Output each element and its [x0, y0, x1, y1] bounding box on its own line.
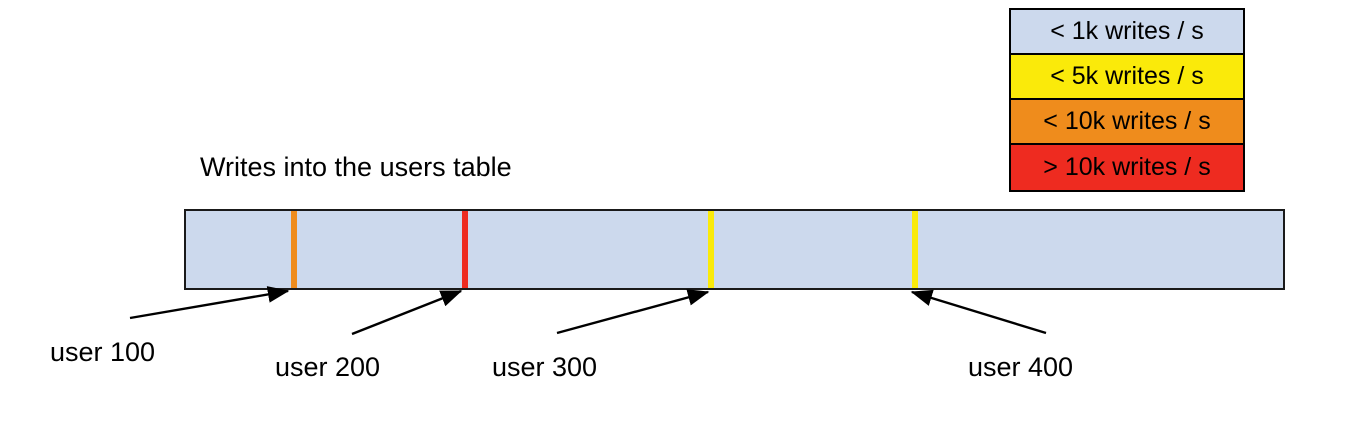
legend-row-over-10k: > 10k writes / s	[1011, 145, 1243, 190]
marker-user-400	[912, 211, 919, 288]
legend-row-under-10k: < 10k writes / s	[1011, 100, 1243, 145]
users-table-keyrange-bar	[184, 209, 1285, 290]
arrow-to-user-100	[129, 286, 290, 320]
annotation-label-user-200: user 200	[275, 352, 381, 382]
marker-user-100	[291, 211, 298, 288]
arrow-to-user-200	[351, 289, 463, 336]
marker-user-200	[462, 211, 469, 288]
legend-label-under-10k: < 10k writes / s	[1043, 107, 1211, 135]
annotation-label-user-400: user 400	[968, 352, 1074, 382]
marker-user-300	[708, 211, 715, 288]
legend: < 1k writes / s < 5k writes / s < 10k wr…	[1009, 8, 1245, 192]
annotation-label-user-300: user 300	[492, 352, 598, 382]
arrow-to-user-400	[910, 289, 1047, 335]
legend-label-over-10k: > 10k writes / s	[1043, 153, 1211, 181]
legend-label-under-5k: < 5k writes / s	[1050, 62, 1204, 90]
chart-title: Writes into the users table	[200, 152, 512, 182]
legend-label-under-1k: < 1k writes / s	[1050, 17, 1204, 45]
legend-row-under-5k: < 5k writes / s	[1011, 55, 1243, 100]
arrow-to-user-300	[556, 289, 710, 335]
legend-row-under-1k: < 1k writes / s	[1011, 10, 1243, 55]
annotation-label-user-100: user 100	[50, 337, 156, 367]
